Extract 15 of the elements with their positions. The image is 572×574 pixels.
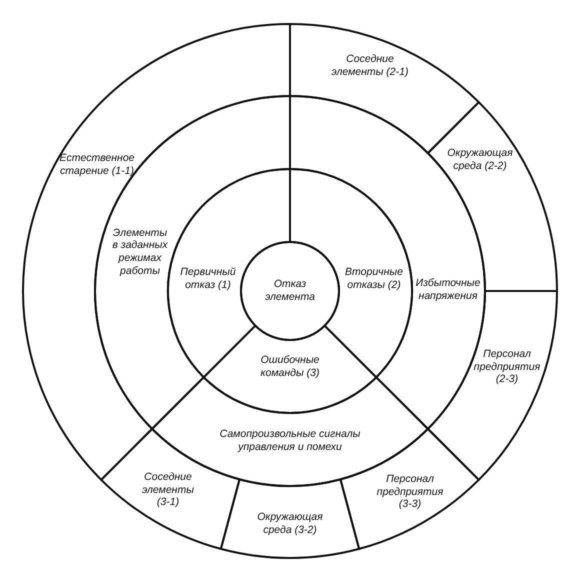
failure-cause-label: Самопроизвольные сигналы управления и помехи bbox=[218, 428, 362, 454]
failure-cause-label: Первичный отказ (1) bbox=[179, 266, 237, 292]
failure-label: Отказ элемента bbox=[264, 278, 316, 304]
failure-cause-label: Соседние элементы (2-1) bbox=[330, 53, 410, 79]
failure-cause-label: Персонал предприятия (2-3) bbox=[472, 348, 542, 386]
failure-cause-label: Ошибочные команды (3) bbox=[260, 354, 320, 380]
ring-sector bbox=[219, 478, 361, 560]
failure-cause-label: Окружающая среда (2-2) bbox=[446, 147, 514, 173]
failure-cause-label: Персонал предприятия (3-3) bbox=[376, 473, 444, 511]
failure-cause-label: Вторичные отказы (2) bbox=[344, 266, 404, 292]
failure-cause-label: Естественное старение (1-1) bbox=[58, 152, 136, 178]
failure-cause-label: Элементы в заданных режимах работы bbox=[111, 226, 169, 278]
failure-cause-label: Окружающая среда (3-2) bbox=[256, 511, 324, 537]
failure-cause-label: Соседние элементы (3-1) bbox=[141, 471, 195, 509]
failure-cause-label: Избыточные напряжения bbox=[414, 277, 482, 303]
